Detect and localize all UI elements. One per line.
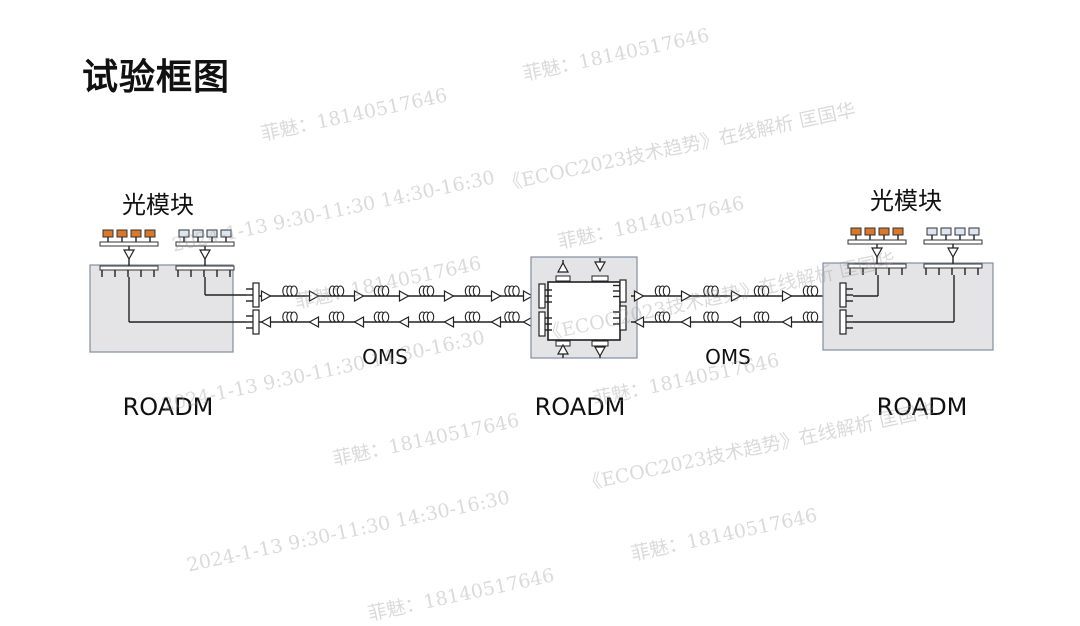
add-drop-bar [592, 341, 608, 346]
amplifier-icon [682, 291, 691, 301]
transceiver-icon [131, 230, 141, 237]
transceiver-icon [117, 230, 127, 237]
transceiver-icon [851, 228, 861, 235]
fiber-spool-icon [427, 312, 433, 322]
amplifier-icon [262, 317, 271, 327]
fiber-spool-icon [513, 312, 519, 322]
roadm-label-center: ROADM [535, 393, 626, 421]
transceiver-icon [879, 228, 889, 235]
roadm-label-right: ROADM [877, 393, 968, 421]
amplifier-icon [492, 291, 501, 301]
fiber-spool-icon [811, 312, 817, 322]
fiber-spool-icon [473, 312, 479, 322]
amplifier-icon [948, 248, 958, 257]
fiber-spool-icon [712, 312, 718, 322]
add-drop-bar [556, 276, 570, 281]
transceiver-icon [893, 228, 903, 235]
mux-icon [253, 283, 259, 307]
amplifier-icon [783, 291, 792, 301]
amplifier-icon [872, 248, 882, 257]
mux-bar [176, 242, 234, 246]
mux-icon [840, 283, 846, 307]
mux-bar [848, 240, 906, 244]
test-setup-diagram [0, 0, 1080, 607]
fiber-spool-icon [291, 312, 297, 322]
fiber-spool-icon [762, 312, 768, 322]
amplifier-icon [445, 291, 454, 301]
fiber-spool-icon [663, 312, 669, 322]
transceiver-icon [969, 228, 979, 235]
transceiver-icon [179, 230, 189, 237]
mux-icon [539, 312, 545, 336]
amplifier-icon [400, 291, 409, 301]
amplifier-icon [310, 317, 319, 327]
roadm-label-left: ROADM [123, 393, 214, 421]
amplifier-icon [262, 291, 271, 301]
amplifier-icon [400, 317, 409, 327]
optical-module-label-right: 光模块 [870, 181, 942, 216]
fiber-spool-icon [427, 286, 433, 296]
transceiver-icon [955, 228, 965, 235]
optical-module-label-left: 光模块 [122, 185, 194, 220]
amplifier-icon [732, 317, 741, 327]
wss-bar [176, 266, 234, 270]
fiber-spool-icon [473, 286, 479, 296]
add-drop-bar [592, 276, 608, 281]
fiber-spool-icon [811, 286, 817, 296]
transceiver-icon [927, 228, 937, 235]
fiber-spool-icon [382, 312, 388, 322]
amplifier-icon [445, 317, 454, 327]
amplifier-icon [124, 250, 134, 259]
transceiver-icon [207, 230, 217, 237]
fiber-spool-icon [337, 312, 343, 322]
oms-label-left: OMS [362, 345, 408, 369]
wss-bar [848, 264, 906, 268]
mux-icon [840, 310, 846, 334]
wss-bar [924, 264, 982, 268]
mux-bar [100, 242, 158, 246]
amplifier-icon [783, 317, 792, 327]
fiber-spool-icon [712, 286, 718, 296]
mux-icon [620, 280, 626, 302]
transceiver-icon [941, 228, 951, 235]
fiber-spool-icon [382, 286, 388, 296]
amplifier-icon [492, 317, 501, 327]
fiber-spool-icon [337, 286, 343, 296]
amplifier-icon [732, 291, 741, 301]
amplifier-icon [200, 250, 210, 259]
roadm-core [548, 282, 620, 340]
amplifier-icon [310, 291, 319, 301]
mux-icon [620, 306, 626, 330]
fiber-spool-icon [663, 286, 669, 296]
amplifier-icon [355, 317, 364, 327]
amplifier-icon [355, 291, 364, 301]
oms-label-right: OMS [705, 345, 751, 369]
amplifier-icon [635, 291, 644, 301]
amplifier-icon [682, 317, 691, 327]
transceiver-icon [221, 230, 231, 237]
fiber-spool-icon [291, 286, 297, 296]
mux-bar [924, 240, 982, 244]
fiber-spool-icon [762, 286, 768, 296]
roadm-right [823, 263, 993, 350]
mux-icon [539, 284, 545, 308]
transceiver-icon [103, 230, 113, 237]
roadm-left [90, 265, 233, 352]
transceiver-icon [145, 230, 155, 237]
transceiver-icon [865, 228, 875, 235]
transceiver-icon [193, 230, 203, 237]
wss-bar [100, 266, 158, 270]
fiber-spool-icon [513, 286, 519, 296]
mux-icon [253, 310, 259, 334]
